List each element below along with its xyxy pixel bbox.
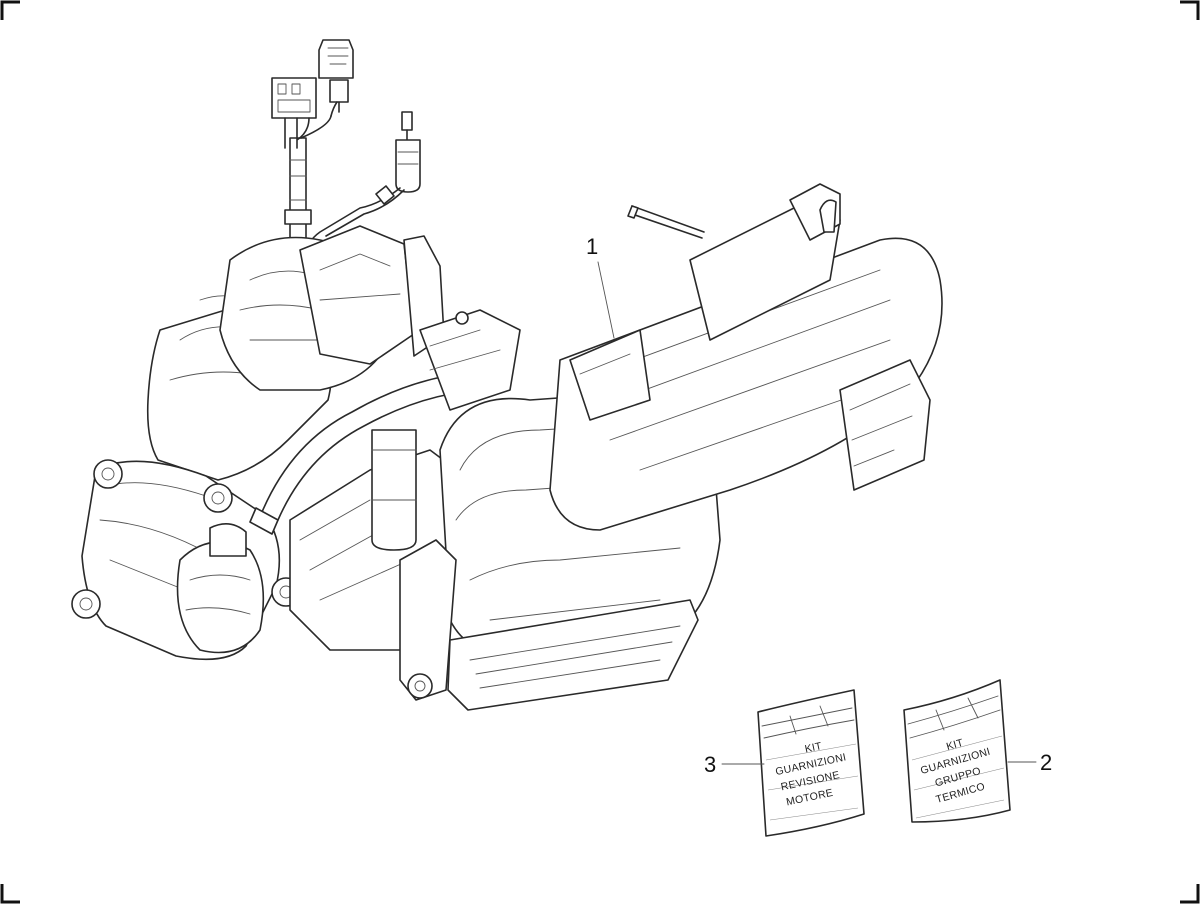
callout-1[interactable]: 1 [586, 234, 615, 339]
gasket-kit-bag-left[interactable]: KIT GUARNIZIONI REVISIONE MOTORE [757, 689, 865, 837]
kit-left-line-1: KIT [804, 740, 824, 755]
callout-number-3: 3 [704, 752, 716, 777]
callout-2[interactable]: 2 [1007, 750, 1052, 775]
engine-assembly-drawing[interactable] [71, 39, 943, 711]
cylinder-head [146, 225, 445, 481]
leader-line-1 [597, 261, 615, 339]
callout-number-2: 2 [1040, 750, 1052, 775]
gasket-kit-bag-right[interactable]: KIT GUARNIZIONI GRUPPO TERMICO [903, 679, 1011, 823]
swingarm-casing [549, 183, 943, 531]
callout-3[interactable]: 3 [704, 752, 765, 777]
callout-number-1: 1 [586, 234, 598, 259]
left-transmission-cover [71, 459, 301, 661]
kit-right-line-1: KIT [945, 737, 965, 753]
